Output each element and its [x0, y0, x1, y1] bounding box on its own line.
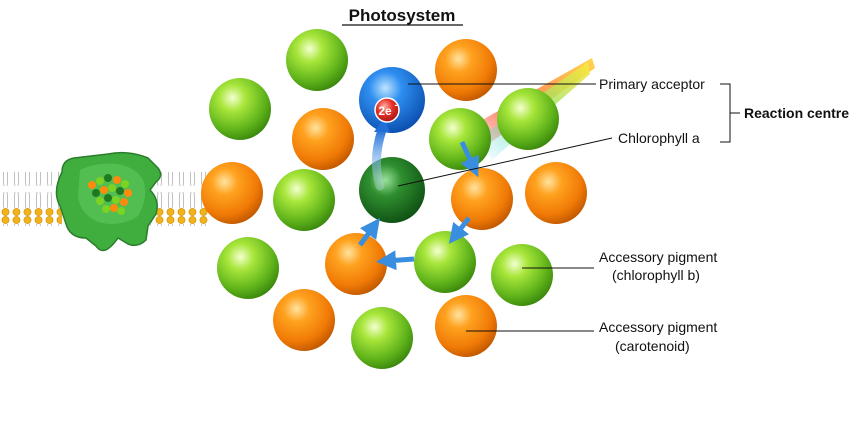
diagram-title: Photosystem	[349, 6, 456, 25]
electron-badge: 2e -	[374, 97, 400, 123]
svg-text:-: -	[395, 100, 398, 110]
carotenoid-sphere	[435, 295, 497, 357]
chlorophyll-b-sphere	[286, 29, 348, 91]
chlorophyll-b-sphere	[209, 78, 271, 140]
carotenoid-sphere	[325, 233, 387, 295]
chlorophyll-b-sphere	[429, 108, 491, 170]
electron-transfer-arrow	[372, 125, 387, 191]
label-accessory-chl-b-line2: (chlorophyll b)	[612, 267, 700, 283]
energy-arrow-3	[376, 250, 415, 271]
chlorophyll-b-sphere	[351, 307, 413, 369]
label-reaction-centre: Reaction centre	[744, 105, 849, 121]
photosystem-protein-complex-icon	[55, 151, 162, 252]
lipid-bilayer-membrane	[0, 172, 210, 226]
chlorophyll-b-sphere	[217, 237, 279, 299]
label-accessory-carotenoid-line2: (carotenoid)	[615, 338, 690, 354]
carotenoid-sphere	[525, 162, 587, 224]
chlorophyll-b-sphere	[497, 88, 559, 150]
label-accessory-carotenoid-line1: Accessory pigment	[599, 319, 717, 335]
energy-arrow-1	[459, 140, 479, 178]
pigment-spheres	[201, 29, 587, 369]
leader-lines	[397, 83, 740, 332]
label-accessory-chl-b-line1: Accessory pigment	[599, 249, 717, 265]
chlorophyll-b-sphere	[414, 231, 476, 293]
electron-transfer-arrowhead	[374, 118, 390, 132]
chlorophyll-b-sphere	[273, 169, 335, 231]
carotenoid-sphere	[451, 168, 513, 230]
carotenoid-sphere	[201, 162, 263, 224]
svg-text:2e: 2e	[378, 104, 392, 118]
carotenoid-sphere	[273, 289, 335, 351]
carotenoid-sphere	[435, 39, 497, 101]
carotenoid-sphere	[292, 108, 354, 170]
chlorophyll-a-sphere	[359, 157, 425, 223]
energy-arrow-4	[357, 217, 380, 247]
label-chlorophyll-a: Chlorophyll a	[618, 130, 700, 146]
chlorophyll-b-sphere	[491, 244, 553, 306]
energy-arrow-2	[448, 216, 471, 244]
label-primary-acceptor: Primary acceptor	[599, 76, 705, 92]
energy-transfer-arrows	[357, 140, 479, 271]
